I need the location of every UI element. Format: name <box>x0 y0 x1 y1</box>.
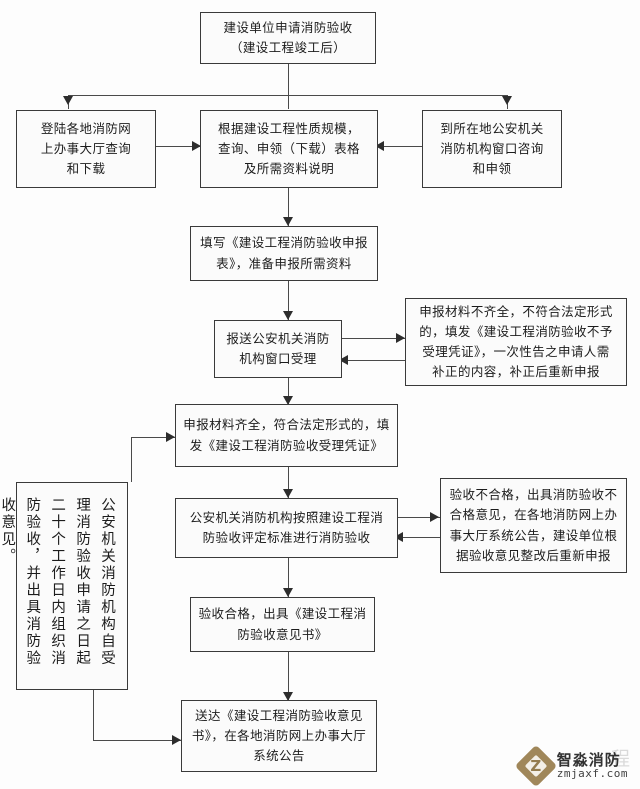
connector-fill-submit <box>288 281 290 320</box>
connector-inspect-fail <box>398 517 440 519</box>
connector-timeline-accept <box>131 437 175 439</box>
node-inspect-text: 公安机关消防机构按照建设工程消 防验收评定标准进行消防验收 <box>189 509 384 545</box>
node-fail-notice[interactable]: 验收不合格，出具消防验收不 合格意见，在各地消防网上办 事大厅系统公告，建设单位… <box>440 478 627 573</box>
node-query-forms[interactable]: 根据建设工程性质规模， 查询、申领（下载）表格 及所需资料说明 <box>200 110 378 188</box>
node-online-text: 登陆各地消防网 上办事大厅查询 和下载 <box>40 120 132 177</box>
arrow-into-online <box>63 96 73 105</box>
watermark-ghost-char: 程 <box>610 748 630 770</box>
connector-submit-down <box>288 378 290 404</box>
node-forms-text: 根据建设工程性质规模， 查询、申领（下载）表格 及所需资料说明 <box>218 120 360 177</box>
watermark-text-group: 智淼消防 zmjaxf.com <box>557 752 628 781</box>
node-submit-to-window[interactable]: 报送公安机关消防 机构窗口受理 <box>214 320 342 378</box>
arrow-forms-to-fill <box>283 217 293 226</box>
node-fire-inspection[interactable]: 公安机关消防机构按照建设工程消 防验收评定标准进行消防验收 <box>175 498 398 558</box>
arrow-pass-to-deliver <box>283 692 293 701</box>
node-online-hall-download[interactable]: 登陆各地消防网 上办事大厅查询 和下载 <box>16 110 156 188</box>
arrow-fill-to-submit <box>283 311 293 320</box>
arrow-accept-to-inspect <box>283 489 293 498</box>
brand-diamond-icon: Z <box>514 744 557 788</box>
node-deliver-and-announce[interactable]: 送达《建设工程消防验收意见 书》，在各地消防网上办事大厅 系统公告 <box>181 700 377 772</box>
node-fill-application-form[interactable]: 填写《建设工程消防验收申报 表》，准备申报所需资料 <box>190 226 378 281</box>
node-timeline-text: 公安机关消防机构自受理消防验收申请之日起二十个工作日内组织消防验收，并出具消防验… <box>0 497 115 667</box>
arrow-inspect-to-fail <box>430 512 439 522</box>
node-submit-text: 报送公安机关消防 机构窗口受理 <box>226 330 330 366</box>
arrow-online-to-forms <box>192 141 201 151</box>
node-reject-notice[interactable]: 申报材料不齐全，不符合法定形式 的，填发《建设工程消防验收不予 受理凭证》，一次… <box>405 298 627 386</box>
node-accept-text: 申报材料齐全，符合法定形式的，填 发《建设工程消防验收受理凭证》 <box>183 417 390 453</box>
node-apply-text: 建设单位申请消防验收 （建设工程竣工后） <box>223 19 353 55</box>
connector-pass-deliver <box>288 652 290 700</box>
node-window-text: 到所在地公安机关 消防机构窗口咨询 和申领 <box>440 120 544 177</box>
connector-accept-inspect <box>288 467 290 498</box>
arrow-into-deliver <box>172 735 181 745</box>
connector-fail-inspect <box>400 537 442 539</box>
connector-window-forms <box>378 146 422 148</box>
brand-z-glyph: Z <box>530 757 542 775</box>
arrow-window-to-forms <box>375 141 384 151</box>
connector-bus-center-drop <box>288 95 290 109</box>
connector-reject-submit <box>345 360 407 362</box>
connector-online-forms <box>156 146 200 148</box>
node-fail-text: 验收不合格，出具消防验收不 合格意见，在各地消防网上办 事大厅系统公告，建设单位… <box>449 487 618 563</box>
connector-submit-reject <box>342 338 405 340</box>
node-reject-text: 申报材料不齐全，不符合法定形式 的，填发《建设工程消防验收不予 受理凭证》，一次… <box>419 303 613 380</box>
arrow-submit-to-reject <box>396 333 405 343</box>
watermark-brand: 智淼消防 <box>556 750 621 769</box>
node-accept-receipt[interactable]: 申报材料齐全，符合法定形式的，填 发《建设工程消防验收受理凭证》 <box>175 404 398 467</box>
connector-timeline-bottom-riser <box>93 690 95 740</box>
watermark-url: zmjaxf.com <box>556 767 628 781</box>
arrow-fail-to-inspect <box>394 532 403 542</box>
arrow-submit-to-accept <box>283 396 293 405</box>
watermark: Z 智淼消防 zmjaxf.com <box>514 744 628 788</box>
connector-forms-fill <box>288 188 290 226</box>
arrow-inspect-to-pass <box>283 588 293 597</box>
arrow-reject-to-submit <box>339 355 348 365</box>
node-apply-for-acceptance[interactable]: 建设单位申请消防验收 （建设工程竣工后） <box>200 12 376 64</box>
node-deliver-text: 送达《建设工程消防验收意见 书》，在各地消防网上办事大厅 系统公告 <box>191 707 367 764</box>
arrow-into-accept <box>166 432 175 442</box>
node-pass-text: 验收合格，出具《建设工程消 防验收意见书》 <box>198 606 367 642</box>
arrow-into-window <box>502 96 512 105</box>
connector-inspect-pass <box>288 558 290 597</box>
node-public-security-window[interactable]: 到所在地公安机关 消防机构窗口咨询 和申领 <box>422 110 562 188</box>
node-twenty-working-days-note[interactable]: 公安机关消防机构自受理消防验收申请之日起二十个工作日内组织消防验收，并出具消防验… <box>0 482 128 690</box>
node-fill-text: 填写《建设工程消防验收申报 表》，准备申报所需资料 <box>200 235 368 271</box>
connector-timeline-accept-riser <box>131 437 133 482</box>
connector-apply-down <box>288 63 290 95</box>
node-pass-opinion-book[interactable]: 验收合格，出具《建设工程消 防验收意见书》 <box>190 597 375 652</box>
connector-timeline-deliver <box>93 740 181 742</box>
